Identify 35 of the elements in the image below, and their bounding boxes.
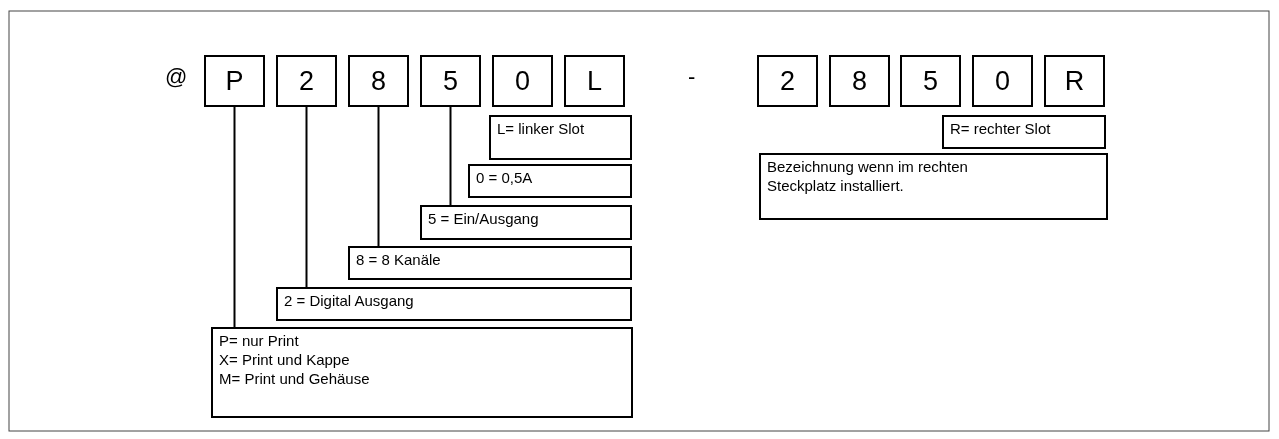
description-text: X= Print und Kappe bbox=[219, 350, 351, 369]
code-character-box: 8 bbox=[348, 55, 409, 107]
description-text: 8 = 8 Kanäle bbox=[356, 250, 442, 269]
description-box bbox=[348, 246, 632, 280]
description-box bbox=[420, 205, 632, 240]
code-character-box: 2 bbox=[757, 55, 818, 107]
code-character-box: 8 bbox=[829, 55, 890, 107]
prefix-symbol: @ bbox=[165, 64, 188, 90]
description-box bbox=[276, 287, 632, 321]
description-text: M= Print und Gehäuse bbox=[219, 369, 371, 388]
description-text: Bezeichnung wenn im rechten Steckplatz installiert. bbox=[767, 157, 969, 195]
description-text: R= rechter Slot bbox=[950, 119, 1052, 138]
separator-dash: - bbox=[688, 64, 696, 90]
description-text: P= nur Print bbox=[219, 331, 300, 350]
code-character-box: L bbox=[564, 55, 625, 107]
connector-line bbox=[305, 106, 308, 288]
description-box bbox=[489, 115, 632, 160]
connector-line bbox=[449, 106, 452, 206]
description-box bbox=[942, 115, 1106, 149]
connector-line bbox=[377, 106, 380, 247]
description-box bbox=[759, 153, 1108, 220]
description-text: 2 = Digital Ausgang bbox=[284, 291, 415, 310]
description-text: 5 = Ein/Ausgang bbox=[428, 209, 540, 228]
connector-line bbox=[233, 106, 236, 328]
code-character-box: P bbox=[204, 55, 265, 107]
code-character-box: 5 bbox=[420, 55, 481, 107]
description-text: 0 = 0,5A bbox=[476, 168, 534, 187]
code-character-box: 0 bbox=[972, 55, 1033, 107]
code-character-box: R bbox=[1044, 55, 1105, 107]
code-character-box: 0 bbox=[492, 55, 553, 107]
description-box bbox=[211, 327, 633, 418]
code-character-box: 5 bbox=[900, 55, 961, 107]
description-box bbox=[468, 164, 632, 198]
description-text: L= linker Slot bbox=[497, 119, 586, 138]
code-character-box: 2 bbox=[276, 55, 337, 107]
